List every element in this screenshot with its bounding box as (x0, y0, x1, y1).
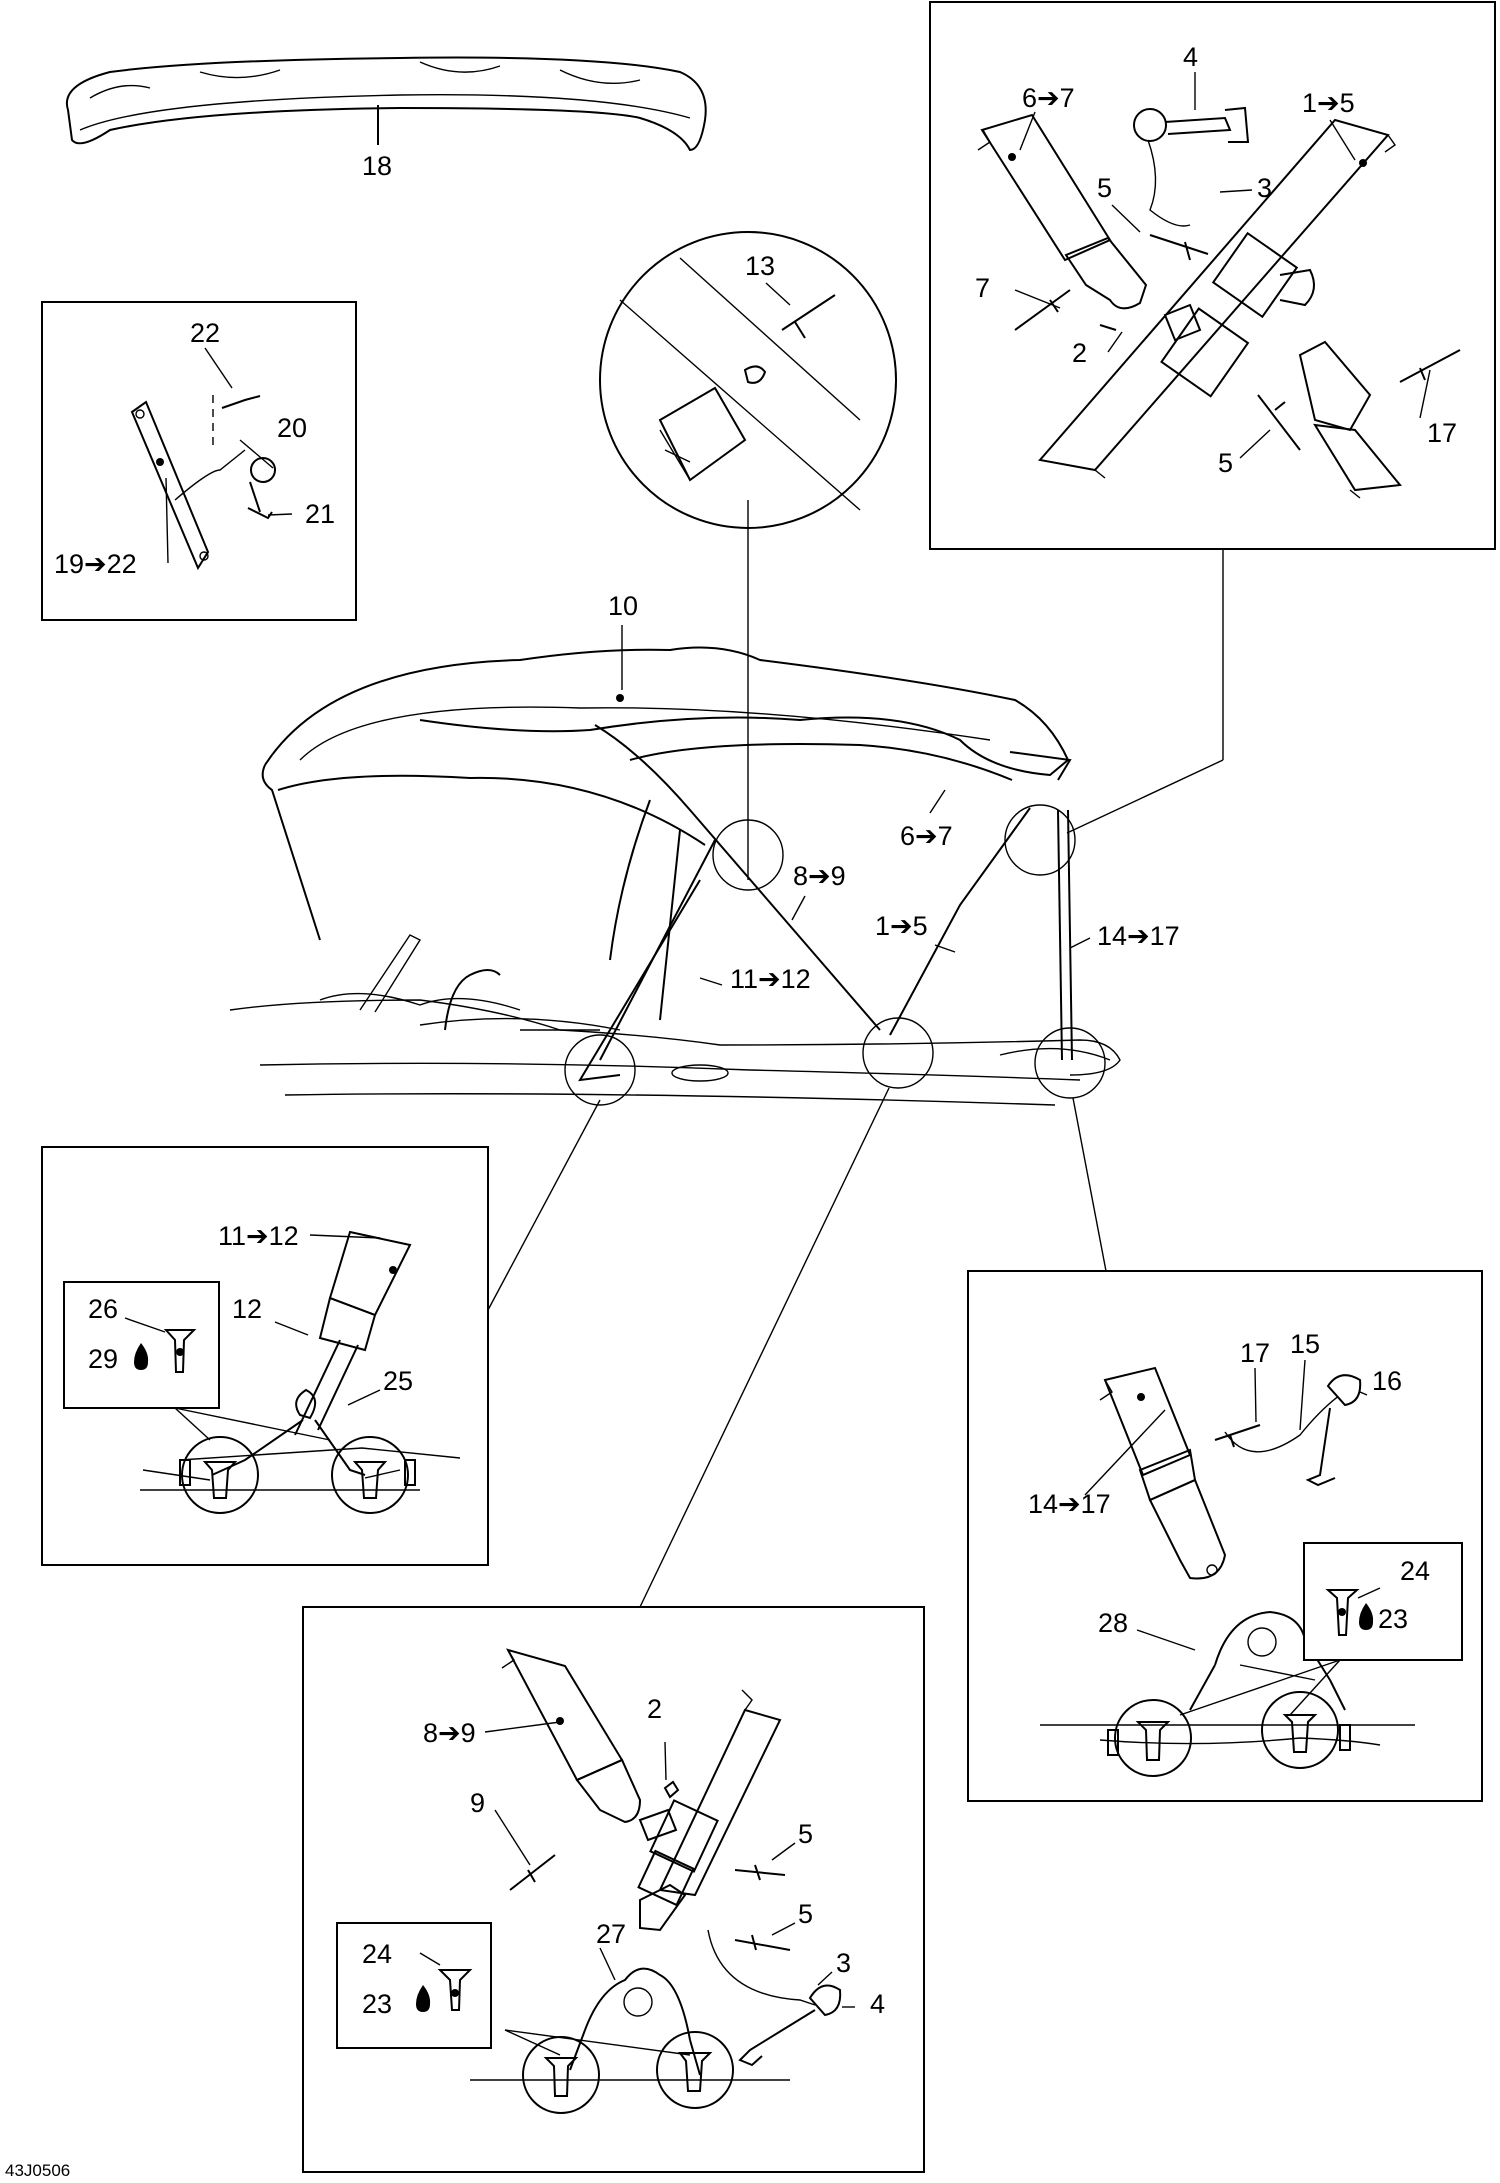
inset-right-parts (1040, 1359, 1463, 1777)
label-tr-5b: 5 (1218, 448, 1233, 478)
label-right-23: 23 (1378, 1604, 1408, 1634)
inset-bottom-parts (336, 1648, 855, 2114)
label-left-29: 29 (88, 1344, 118, 1374)
label-tl-20: 20 (277, 413, 307, 443)
label-right-16: 16 (1372, 1366, 1402, 1396)
label-zoom-13: 13 (745, 251, 775, 281)
label-tr-1-5: 1➔5 (1302, 88, 1355, 118)
label-bottom-23: 23 (362, 1989, 392, 2019)
label-top-fabric-10: 10 (608, 591, 638, 621)
label-left-11-12: 11➔12 (218, 1221, 299, 1251)
label-tr-4: 4 (1183, 42, 1198, 72)
label-right-28: 28 (1098, 1608, 1128, 1638)
label-bottom-2: 2 (647, 1694, 662, 1724)
inset-top-right-parts (977, 72, 1461, 499)
inset-frame-top-right (929, 1, 1496, 550)
label-bottom-3: 3 (836, 1948, 851, 1978)
label-tr-6-7: 6➔7 (1022, 83, 1075, 113)
inset-top-left-parts (130, 347, 293, 571)
label-bottom-9: 9 (470, 1788, 485, 1818)
label-left-25: 25 (383, 1366, 413, 1396)
label-left-12: 12 (232, 1294, 262, 1324)
label-right-15: 15 (1290, 1329, 1320, 1359)
label-tr-17: 17 (1427, 418, 1457, 448)
label-tr-3: 3 (1257, 173, 1272, 203)
label-tr-7: 7 (975, 273, 990, 303)
detail-circle-rivet-13 (599, 231, 897, 529)
label-right-14-17: 14➔17 (1028, 1489, 1111, 1519)
label-bottom-8-9: 8➔9 (423, 1718, 476, 1748)
label-tr-2: 2 (1072, 338, 1087, 368)
label-bottom-5b: 5 (798, 1899, 813, 1929)
label-cover-18: 18 (362, 151, 392, 181)
label-main-8-9: 8➔9 (793, 861, 846, 891)
leader-lines (487, 500, 1224, 1608)
bimini-top-assembly (229, 625, 1121, 1106)
label-main-1-5: 1➔5 (875, 911, 928, 941)
label-right-17: 17 (1240, 1338, 1270, 1368)
label-tl-22: 22 (190, 318, 220, 348)
boot-cover-part-18 (65, 56, 707, 152)
label-main-14-17: 14➔17 (1097, 921, 1180, 951)
drawing-code: 43J0506 (5, 2161, 70, 2180)
inset-left-parts (63, 1230, 461, 1514)
label-tl-21: 21 (305, 499, 335, 529)
inset-frame-right (967, 1270, 1483, 1802)
label-main-6-7: 6➔7 (900, 821, 953, 851)
label-tl-19-22: 19➔22 (54, 549, 137, 579)
label-left-26: 26 (88, 1294, 118, 1324)
label-bottom-24: 24 (362, 1939, 392, 1969)
part-labels: 18 10 13 22 20 21 19➔22 4 6➔7 1➔5 5 3 7 … (5, 42, 1457, 2180)
label-right-24: 24 (1400, 1556, 1430, 1586)
label-tr-5a: 5 (1097, 173, 1112, 203)
label-bottom-4: 4 (870, 1989, 885, 2019)
inset-frame-bottom (302, 1606, 925, 2173)
label-main-11-12: 11➔12 (730, 964, 811, 994)
label-bottom-27: 27 (596, 1919, 626, 1949)
label-bottom-5a: 5 (798, 1819, 813, 1849)
